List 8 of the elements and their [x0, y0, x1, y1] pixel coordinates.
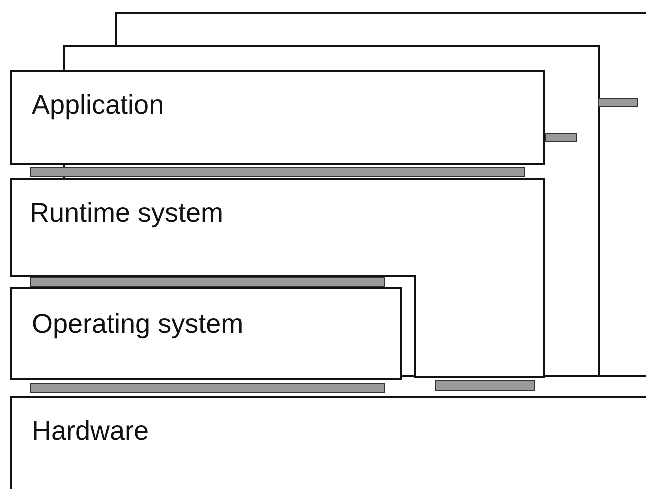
layer-box — [10, 287, 402, 380]
layer-label: Operating system — [32, 309, 244, 340]
layer-box — [10, 178, 545, 378]
layer-label: Application — [32, 90, 164, 121]
layer-box — [10, 70, 545, 165]
layer-box — [10, 396, 646, 489]
layer-label: Runtime system — [30, 198, 224, 229]
layer-label: Hardware — [32, 416, 150, 447]
